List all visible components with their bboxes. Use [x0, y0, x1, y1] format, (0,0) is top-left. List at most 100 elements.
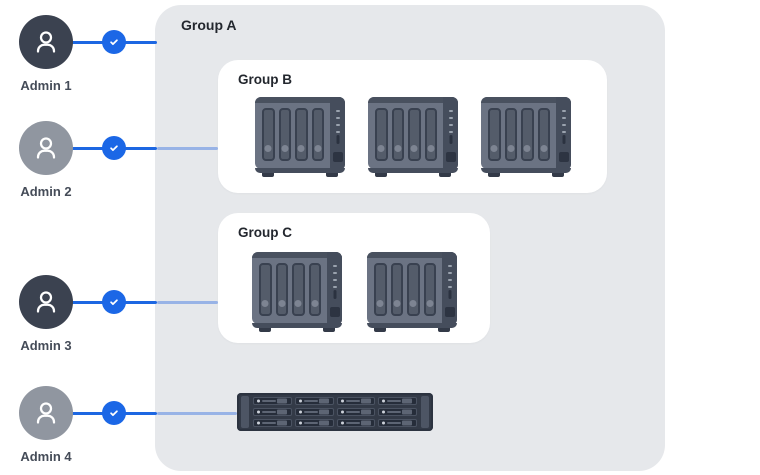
nas-side-panel	[442, 252, 457, 324]
drive-bay	[488, 108, 501, 161]
usb-slot	[333, 290, 336, 299]
tray-handle-bar	[262, 422, 276, 424]
status-led	[335, 124, 340, 126]
nas-foot	[552, 173, 564, 177]
drive-tray	[253, 397, 292, 405]
bay-lock	[410, 145, 418, 152]
nas-foot	[374, 328, 386, 332]
nas-foot	[439, 173, 451, 177]
status-led	[447, 286, 452, 288]
nas-foot	[375, 173, 387, 177]
bay-lock	[377, 145, 385, 152]
drive-bay	[292, 263, 305, 316]
nas-base	[367, 323, 457, 328]
admin-avatar	[19, 275, 73, 329]
status-led	[448, 117, 453, 119]
power-button	[445, 152, 456, 162]
nas-foot	[326, 173, 338, 177]
tray-led	[298, 410, 302, 414]
admin-avatar	[19, 386, 73, 440]
drive-bay	[295, 108, 308, 161]
tray-latch	[318, 409, 329, 415]
tray-led	[340, 399, 344, 403]
status-led	[332, 265, 337, 267]
status-led	[561, 117, 566, 119]
drive-bays	[262, 108, 324, 161]
status-led	[332, 279, 337, 281]
tray-led	[382, 410, 386, 414]
bay-lock	[507, 145, 515, 152]
person-icon	[36, 291, 56, 313]
tray-led	[340, 421, 344, 425]
admin-label: Admin 4	[20, 449, 72, 464]
bay-lock	[297, 145, 305, 152]
bay-lock	[426, 300, 434, 307]
nas-foot	[438, 328, 450, 332]
tower-nas-device	[252, 252, 342, 332]
admin-label: Admin 2	[20, 184, 72, 199]
rack-ear	[421, 396, 429, 428]
status-led	[335, 117, 340, 119]
person-icon	[36, 137, 56, 159]
power-button	[332, 152, 343, 162]
drive-tray	[378, 408, 417, 416]
bay-lock	[523, 145, 531, 152]
tray-handle-bar	[303, 400, 318, 402]
connector-line-outer	[70, 411, 157, 415]
nas-foot	[488, 173, 500, 177]
status-led	[447, 272, 452, 274]
drive-bay	[521, 108, 534, 161]
bay-lock	[490, 145, 498, 152]
rack-ear	[241, 396, 249, 428]
tray-handle-bar	[387, 422, 402, 424]
tray-handle-bar	[387, 400, 402, 402]
bay-lock	[261, 300, 269, 307]
bay-lock	[393, 300, 401, 307]
connector-line-outer	[70, 40, 157, 44]
bay-lock	[314, 145, 322, 152]
tray-latch	[318, 420, 329, 426]
drive-tray	[294, 419, 334, 427]
status-led	[335, 110, 340, 112]
drive-tray	[336, 397, 376, 405]
status-led	[448, 124, 453, 126]
status-led	[448, 131, 453, 133]
tray-latch	[402, 409, 413, 415]
group-a-panel: Group A Group B Group C	[155, 5, 665, 471]
nas-base	[255, 168, 345, 173]
usb-slot	[449, 135, 452, 144]
usb-slot	[562, 135, 565, 144]
check-badge	[102, 290, 126, 314]
drive-tray	[336, 419, 376, 427]
nas-top-lid	[255, 97, 345, 103]
tray-led	[257, 410, 260, 414]
check-badge	[102, 401, 126, 425]
admin-avatar	[19, 121, 73, 175]
tray-led	[382, 399, 386, 403]
tray-latch	[360, 398, 371, 404]
status-led	[561, 124, 566, 126]
drive-bay	[391, 108, 404, 161]
drive-bay	[390, 263, 403, 316]
nas-top-lid	[367, 252, 457, 258]
drive-bay	[504, 108, 517, 161]
drive-bay	[262, 108, 275, 161]
tray-handle-bar	[303, 411, 318, 413]
drive-bay	[311, 108, 324, 161]
nas-side-panel	[330, 97, 345, 169]
tray-handle-bar	[262, 411, 276, 413]
tray-handle-bar	[345, 422, 360, 424]
usb-slot	[336, 135, 339, 144]
bay-lock	[278, 300, 286, 307]
check-icon	[110, 39, 118, 46]
drive-tray	[378, 419, 417, 427]
drive-bay	[275, 263, 288, 316]
tray-latch	[277, 409, 287, 415]
power-button	[444, 307, 455, 317]
nas-side-panel	[327, 252, 342, 324]
bay-lock	[409, 300, 417, 307]
admin-avatar	[19, 15, 73, 69]
drive-bays	[488, 108, 550, 161]
bay-lock	[427, 145, 435, 152]
